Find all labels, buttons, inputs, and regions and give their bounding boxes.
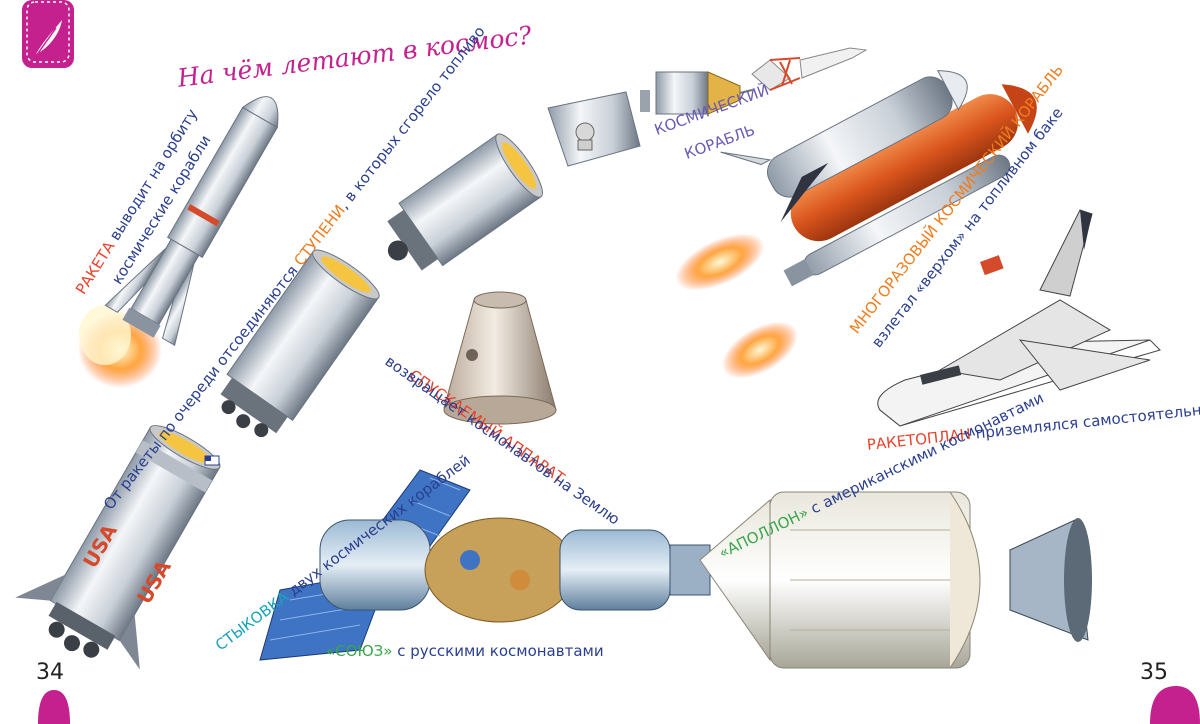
- shuttle-image: [675, 70, 1037, 379]
- feather-icon: [35, 20, 62, 57]
- adapter-image: [547, 91, 641, 167]
- descent-capsule-image: [443, 291, 557, 425]
- soyuz-term: «СОЮЗ»: [326, 642, 393, 660]
- spaceplane-image: [877, 209, 1161, 427]
- page-number-left: 34: [36, 660, 64, 685]
- apollo-image: [699, 491, 1092, 669]
- page-number-right: 35: [1140, 660, 1168, 685]
- rocket-image: [78, 96, 279, 388]
- soyuz-caption: «СОЮЗ» с русскими космонавтами: [326, 642, 604, 660]
- stage-2-image: [220, 249, 380, 438]
- soyuz-image: [259, 469, 711, 661]
- page-tab-left: [22, 0, 74, 68]
- command-module-image: [640, 71, 753, 115]
- page-tab-right: [1150, 686, 1200, 724]
- page-tab-left-bottom: [38, 690, 70, 724]
- soyuz-caption-text: с русскими космонавтами: [392, 642, 604, 660]
- stage-3-image: [387, 133, 543, 271]
- escape-tower-image: [751, 47, 868, 91]
- stage-1-image: [15, 425, 221, 670]
